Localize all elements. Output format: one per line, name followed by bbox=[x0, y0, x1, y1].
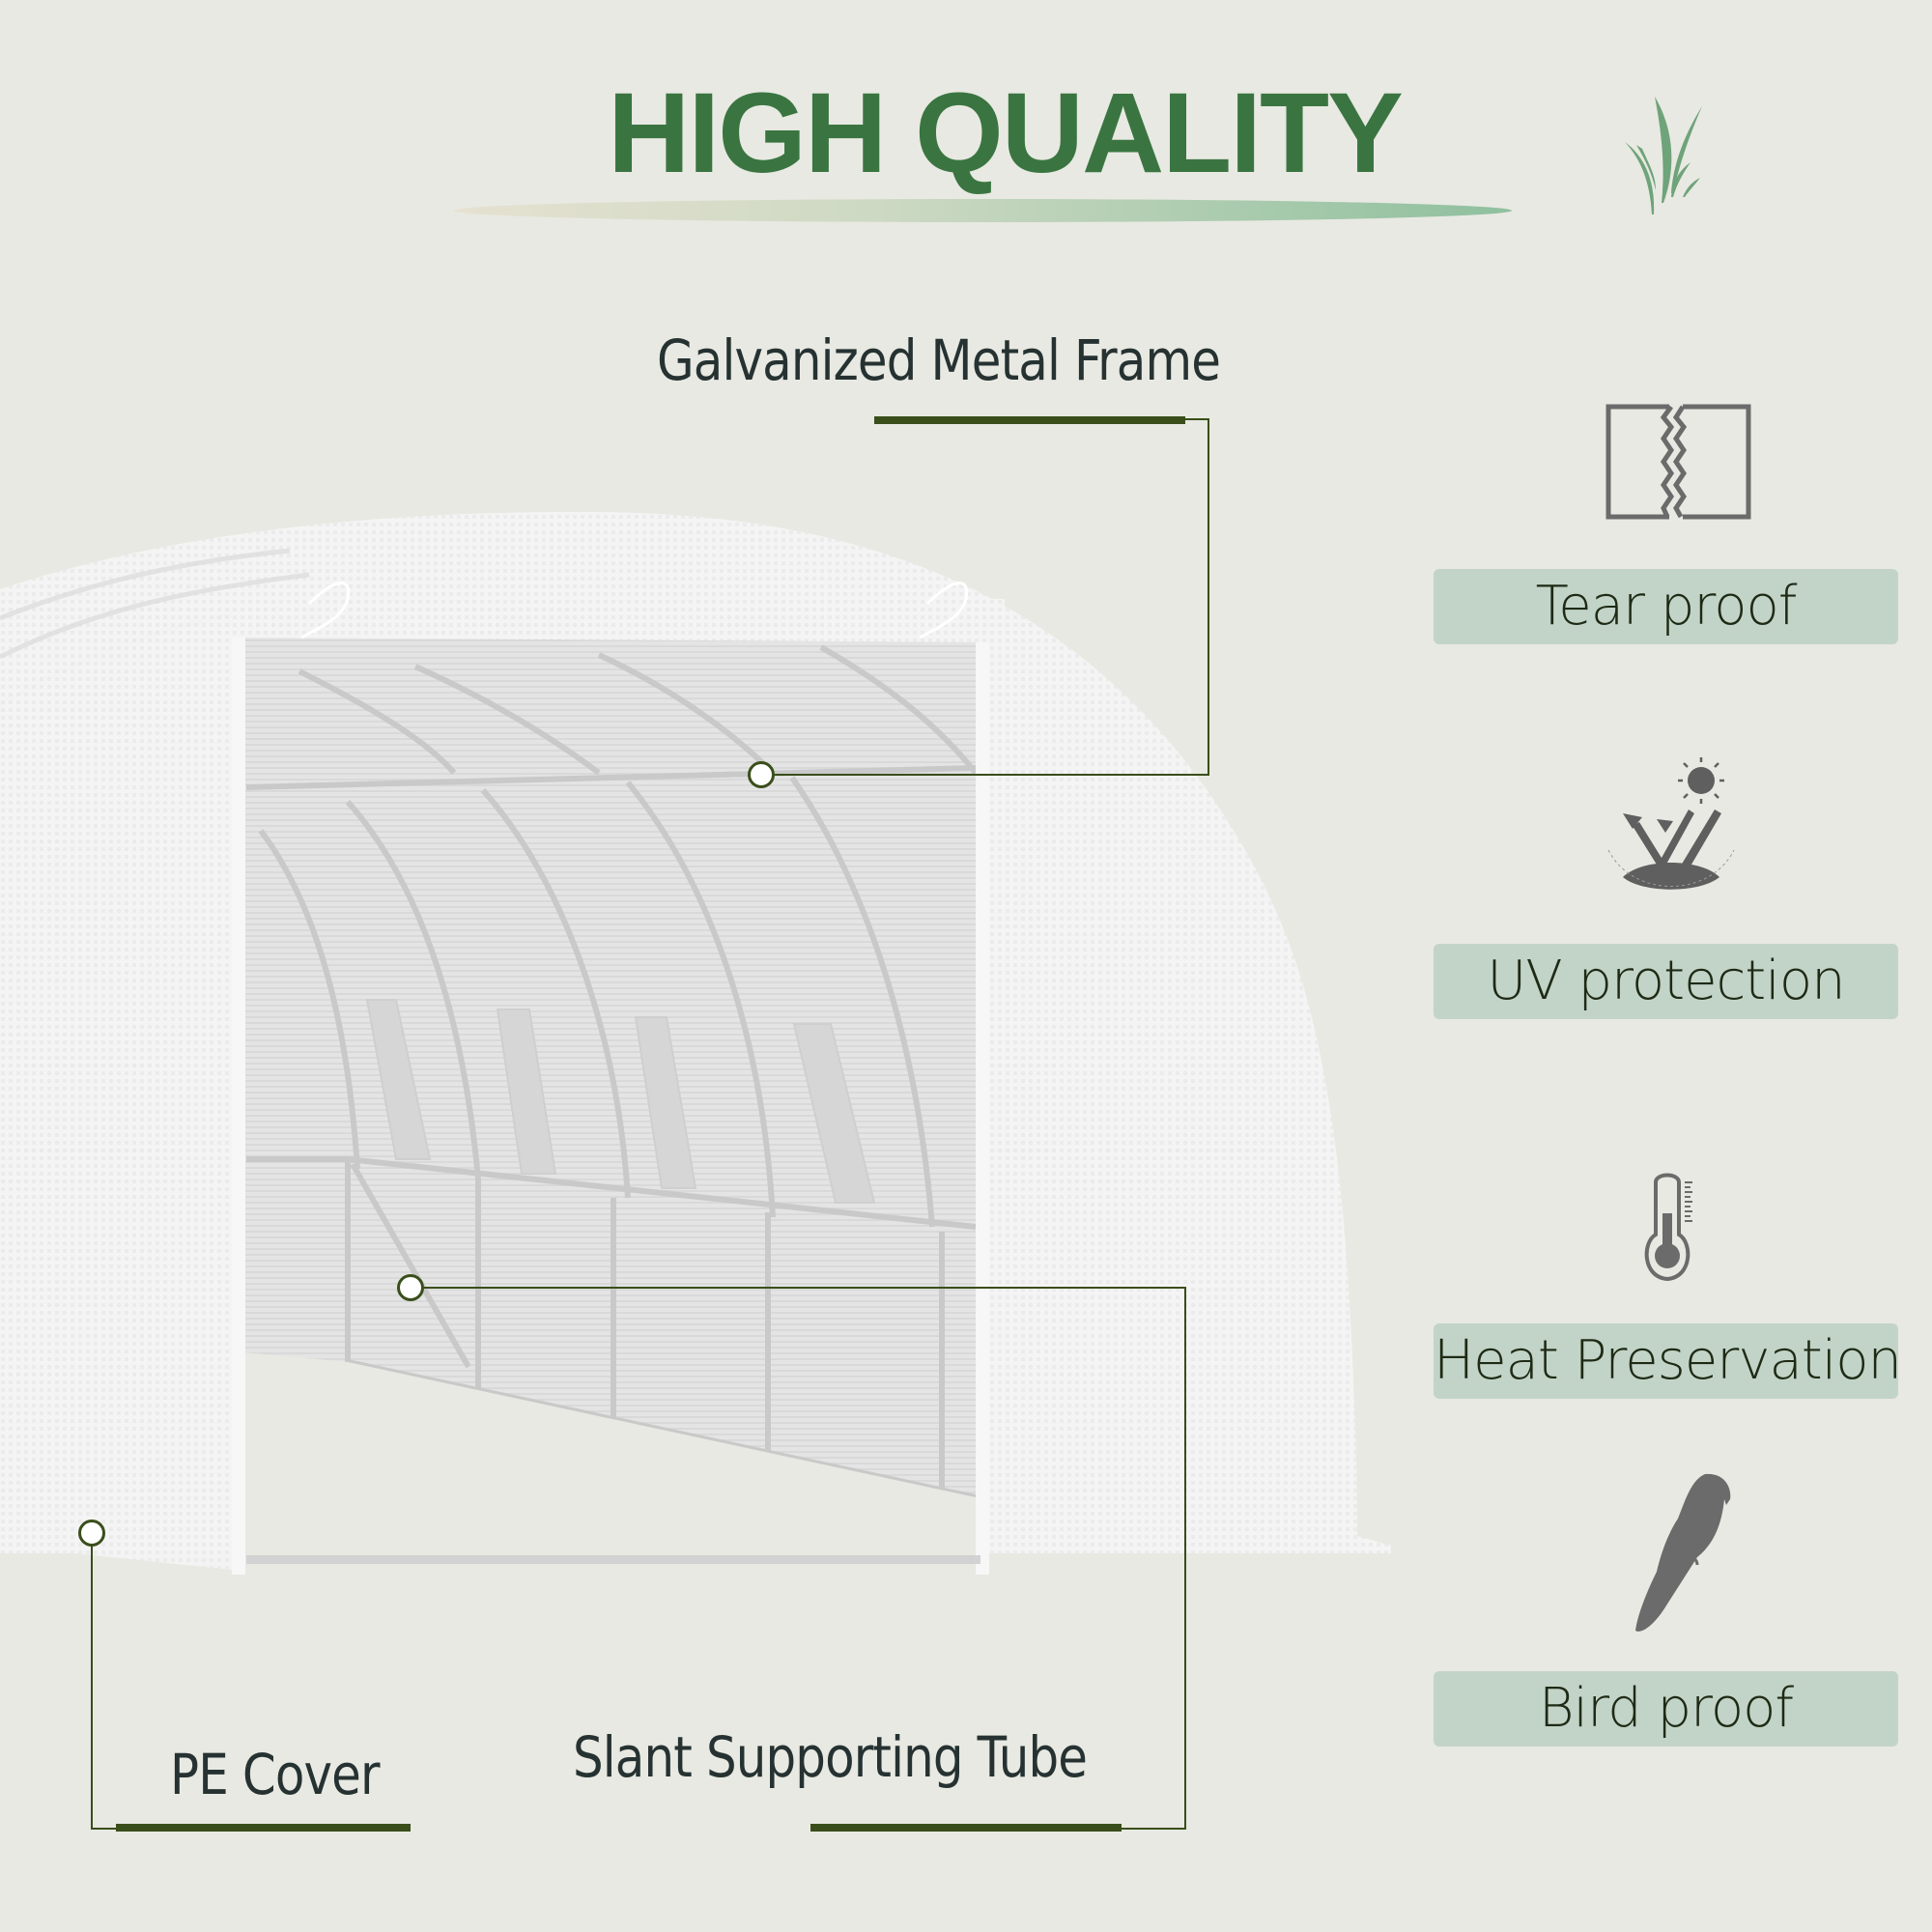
callout-label-slant: Slant Supporting Tube bbox=[573, 1724, 1088, 1790]
callout-line-frame-vertical bbox=[1208, 418, 1209, 776]
callout-dot-slant bbox=[397, 1274, 424, 1301]
callout-line-slant-bottom bbox=[1122, 1828, 1186, 1830]
page-title: HIGH QUALITY bbox=[608, 70, 1404, 197]
feature-label-tear-proof: Tear proof bbox=[1434, 569, 1898, 644]
tear-proof-icon bbox=[1605, 404, 1751, 520]
callout-line-cover-vertical bbox=[91, 1533, 93, 1829]
callout-dot-cover bbox=[78, 1520, 105, 1547]
bird-icon bbox=[1635, 1473, 1731, 1632]
callout-line-frame-top bbox=[1185, 418, 1209, 420]
callout-line-cover-bottom bbox=[91, 1828, 120, 1830]
callout-bar-slant bbox=[810, 1824, 1122, 1832]
callout-line-slant-vertical bbox=[1184, 1287, 1186, 1830]
callout-bar-cover bbox=[116, 1824, 411, 1832]
feature-label-uv-protection: UV protection bbox=[1434, 944, 1898, 1019]
greenhouse-image bbox=[0, 511, 1391, 1575]
title-underline-swoosh bbox=[454, 199, 1512, 222]
callout-label-cover: PE Cover bbox=[170, 1742, 380, 1807]
feature-label-bird-proof: Bird proof bbox=[1434, 1671, 1898, 1747]
uv-protection-icon bbox=[1607, 757, 1735, 890]
grass-icon bbox=[1625, 97, 1702, 214]
callout-dot-frame bbox=[748, 761, 775, 788]
callout-line-slant-top bbox=[411, 1287, 1185, 1289]
thermometer-icon bbox=[1644, 1173, 1692, 1282]
feature-label-heat-preservation: Heat Preservation bbox=[1434, 1323, 1898, 1399]
callout-bar-frame bbox=[874, 416, 1185, 424]
callout-label-frame: Galvanized Metal Frame bbox=[657, 327, 1221, 393]
callout-line-frame-bottom bbox=[761, 774, 1209, 776]
